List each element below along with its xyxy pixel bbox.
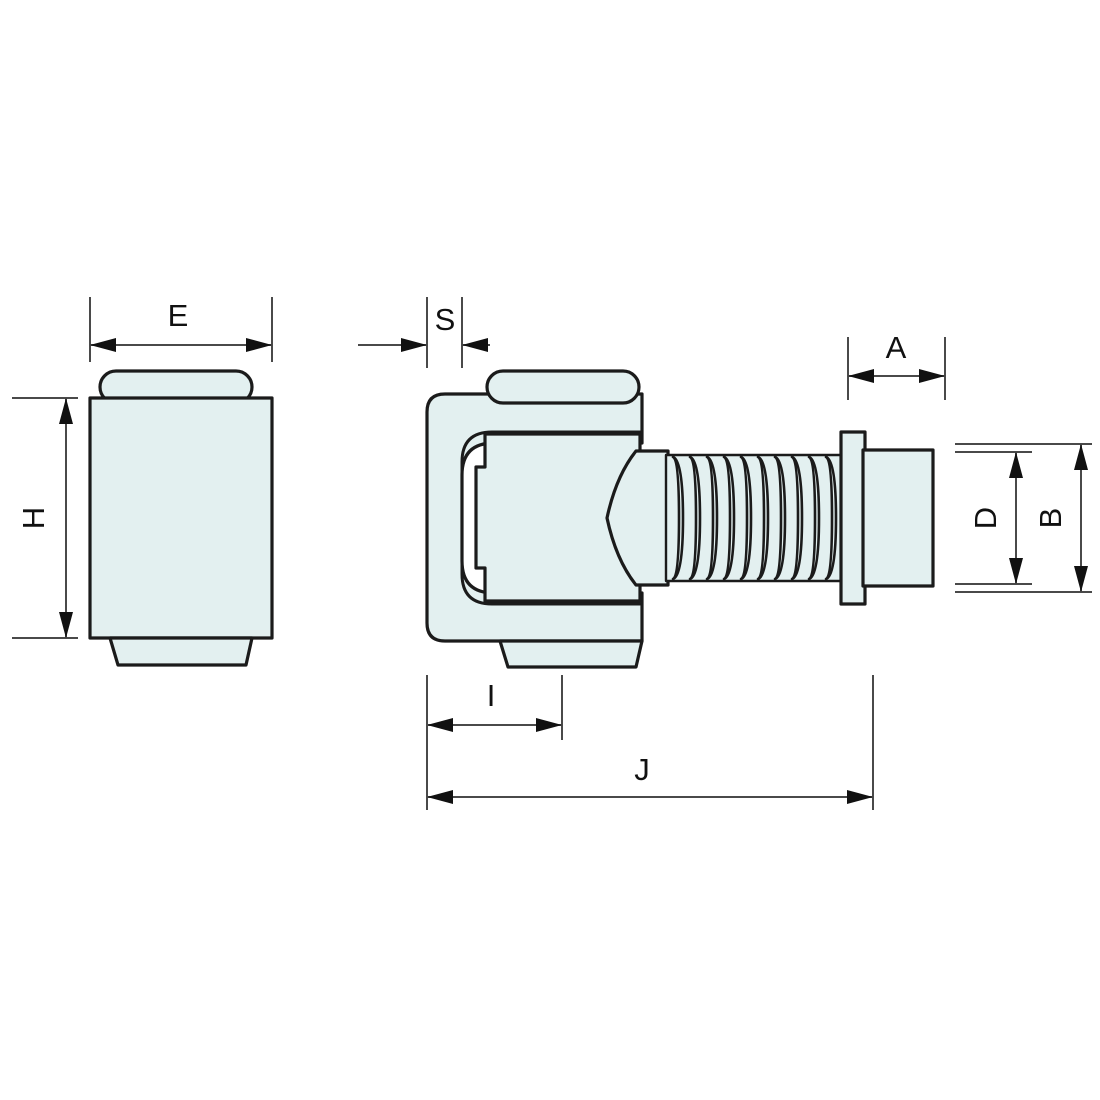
dimension-A: A	[847, 330, 946, 400]
dimension-I: I	[426, 675, 563, 740]
end-view-body	[88, 396, 274, 640]
dimension-J-label: J	[634, 752, 650, 787]
end-view-group	[88, 369, 274, 667]
dimension-D-arrow-top	[1009, 452, 1023, 478]
dimension-A-arrow-right	[919, 369, 945, 383]
dimension-S-arrow-left	[401, 338, 427, 352]
dimension-D: D	[955, 451, 1032, 585]
inner-rail-outline	[460, 430, 642, 606]
dimension-E: E	[89, 297, 273, 362]
dimension-I-arrow-left	[427, 718, 453, 732]
bolt-head	[861, 448, 935, 588]
end-view-bottom-lip	[108, 636, 254, 667]
dimension-B: B	[955, 443, 1092, 593]
dimension-I-label: I	[487, 678, 496, 713]
dimension-D-label: D	[968, 507, 1003, 529]
dimension-E-arrow-left	[90, 338, 116, 352]
thread-crests	[671, 455, 838, 581]
side-view-top-lip	[485, 369, 641, 405]
dimension-H-arrow-bottom	[59, 612, 73, 638]
dimension-S-label: S	[435, 302, 456, 337]
dimension-B-arrow-bottom	[1074, 566, 1088, 592]
dimension-H-label: H	[16, 507, 51, 529]
dimension-H-arrow-top	[59, 398, 73, 424]
dimension-E-arrow-right	[246, 338, 272, 352]
dimension-A-label: A	[886, 330, 907, 365]
dimension-D-arrow-bottom	[1009, 558, 1023, 584]
side-view-group	[425, 369, 935, 669]
dimension-H: H	[12, 397, 78, 639]
dimension-J-arrow-left	[427, 790, 453, 804]
dimension-B-label: B	[1033, 508, 1068, 529]
dimension-I-arrow-right	[536, 718, 562, 732]
dimension-A-arrow-left	[848, 369, 874, 383]
bolt-cone-section	[605, 449, 670, 587]
side-view-bottom-lip	[498, 639, 644, 669]
dimension-S: S	[358, 297, 490, 368]
dimension-J: J	[426, 675, 874, 810]
dimension-B-arrow-top	[1074, 444, 1088, 470]
dimension-J-arrow-right	[847, 790, 873, 804]
dimension-E-label: E	[168, 298, 189, 333]
dimension-S-arrow-right	[462, 338, 488, 352]
